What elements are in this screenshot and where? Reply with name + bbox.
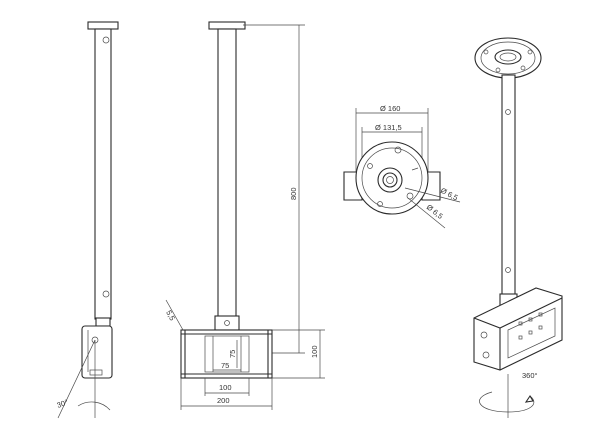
isometric-view: 360° xyxy=(473,37,563,418)
plate-height-label: 100 xyxy=(310,345,319,358)
base-plate-view: Ø 160 Ø 131,5 Ø 6,5 Ø 6,5 xyxy=(343,104,461,229)
hole-spacing-horizontal-label: 75 xyxy=(221,361,229,370)
base-hole-circle-label: Ø 131,5 xyxy=(375,123,402,132)
base-hole-2-label: Ø 6,5 xyxy=(425,202,445,220)
hole-size-side-label: 5,5 xyxy=(164,309,177,322)
base-hole-1-label: Ø 6,5 xyxy=(439,186,459,203)
base-outer-diameter-label: Ø 160 xyxy=(380,104,400,113)
front-view: 800 5,5 75 75 100 100 200 xyxy=(164,21,325,410)
height-label: 800 xyxy=(289,187,298,200)
hole-spacing-vertical-label: 75 xyxy=(228,350,237,358)
rotation-label: 360° xyxy=(522,371,538,380)
outer-width-label: 200 xyxy=(217,396,230,405)
inner-width-label: 100 xyxy=(219,383,232,392)
tilt-angle-label: 30° xyxy=(56,398,70,410)
side-view: 30° xyxy=(56,21,119,419)
